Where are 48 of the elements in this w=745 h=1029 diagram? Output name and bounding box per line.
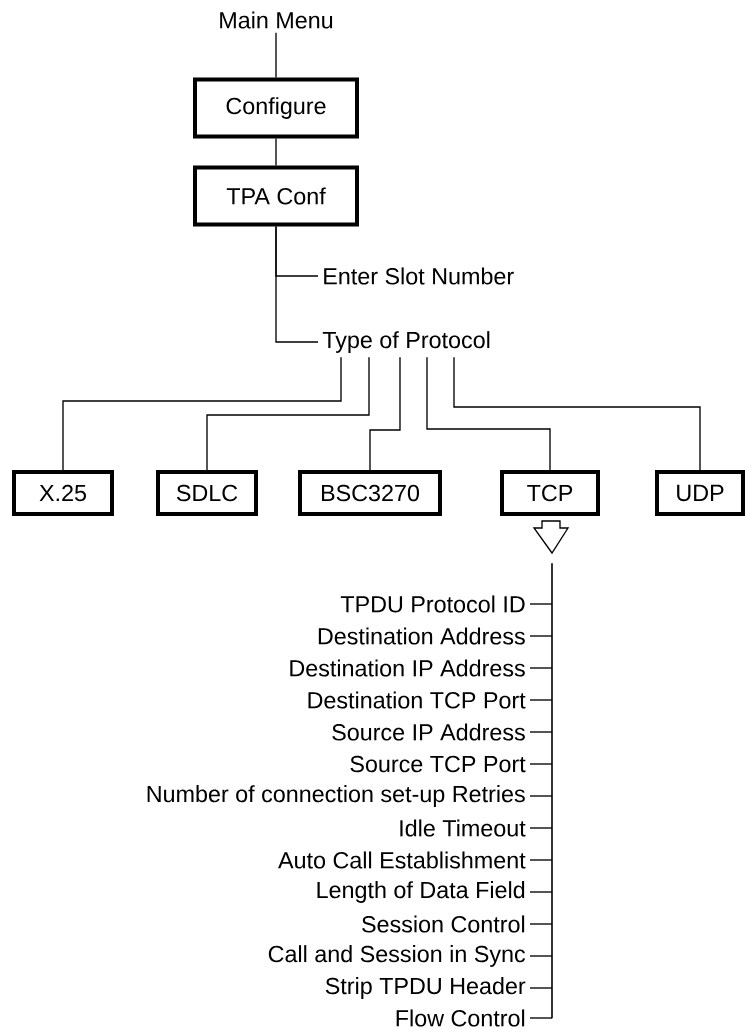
menu-box: UDP bbox=[655, 470, 745, 516]
menu-item-text: Source TCP Port bbox=[350, 755, 526, 773]
menu-box: X.25 bbox=[12, 470, 114, 516]
menu-item-text: Auto Call Establishment bbox=[278, 851, 526, 869]
menu-item-text: Source IP Address bbox=[332, 723, 525, 741]
menu-box: TCP bbox=[500, 470, 600, 516]
connector-line bbox=[529, 827, 553, 829]
menu-item-text: Idle Timeout bbox=[400, 819, 526, 837]
connector-line bbox=[529, 603, 553, 605]
connector-line bbox=[369, 356, 401, 471]
connector-line bbox=[529, 1017, 553, 1019]
menu-item-text: Strip TPDU Header bbox=[325, 977, 526, 999]
menu-box: BSC3270 bbox=[298, 470, 442, 516]
connector-line bbox=[62, 356, 342, 471]
menu-item-text: Length of Data Field bbox=[317, 881, 525, 903]
connector-line bbox=[426, 356, 551, 471]
menu-item-text: Destination IP Address bbox=[290, 659, 525, 677]
menu-item-text: Destination TCP Port bbox=[308, 691, 526, 709]
menu-item-text: Call and Session in Sync bbox=[268, 945, 526, 967]
menu-item-text: Type of Protocol bbox=[322, 331, 490, 353]
menu-item-text: Main Menu bbox=[220, 11, 333, 29]
connector-line bbox=[529, 923, 553, 925]
connector-line bbox=[529, 987, 553, 989]
menu-item-text: Destination Address bbox=[318, 627, 525, 645]
connector-line bbox=[529, 635, 553, 637]
connector-line bbox=[275, 137, 277, 167]
hollow-arrow bbox=[532, 520, 570, 555]
menu-box: TPA Conf bbox=[193, 165, 359, 227]
menu-box: SDLC bbox=[156, 470, 258, 516]
connector-line bbox=[529, 763, 553, 765]
menu-item-text: Session Control bbox=[362, 915, 525, 933]
connector-line bbox=[275, 225, 319, 343]
connector-line bbox=[529, 955, 553, 957]
menu-item-text: TPDU Protocol ID bbox=[340, 595, 525, 613]
menu-item-text: Enter Slot Number bbox=[324, 267, 514, 285]
connector-line bbox=[529, 731, 553, 733]
menu-item-text: Flow Control bbox=[396, 1009, 525, 1027]
connector-line bbox=[529, 859, 553, 861]
connector-line bbox=[529, 699, 553, 701]
connector-line bbox=[529, 891, 553, 893]
connector-line bbox=[275, 32, 277, 79]
connector-line bbox=[529, 667, 553, 669]
connector-line bbox=[529, 795, 553, 797]
menu-item-text: Number of connection set-up Retries bbox=[147, 785, 525, 807]
connector-line bbox=[206, 356, 370, 471]
bus-line bbox=[551, 563, 553, 1019]
connector-line bbox=[453, 356, 701, 471]
menu-box: Configure bbox=[193, 77, 359, 139]
